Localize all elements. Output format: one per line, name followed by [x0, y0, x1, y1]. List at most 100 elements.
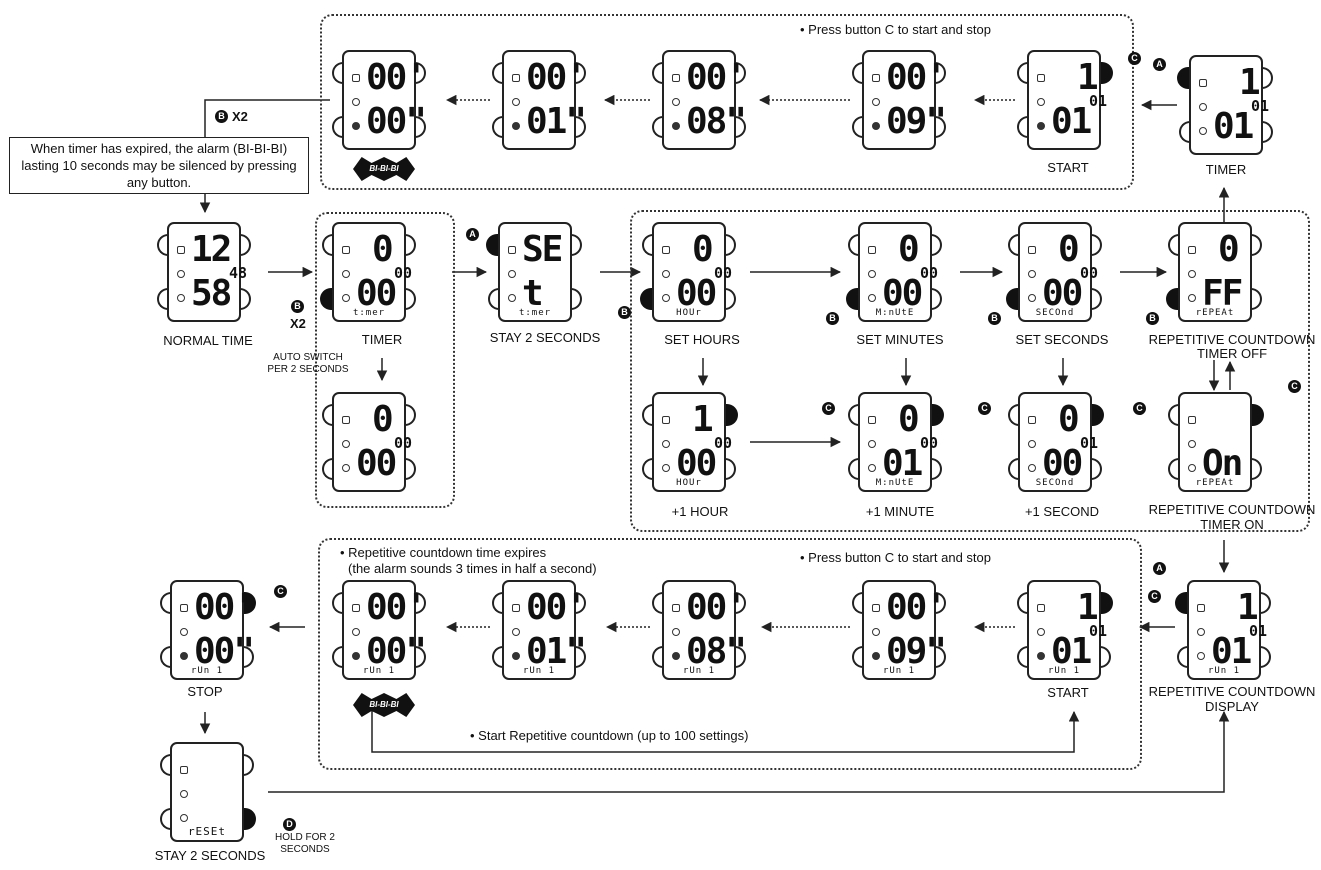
watch-sub: 00: [1080, 264, 1099, 282]
label-normal-time: NORMAL TIME: [163, 333, 253, 348]
watch-line-1: 00': [366, 587, 427, 628]
label-set-seconds: SET SECONDS: [1015, 332, 1109, 347]
watch-sub: 01: [1080, 434, 1099, 452]
watch-mode: t:mer: [352, 308, 386, 318]
hold-line-1: HOLD FOR 2: [274, 832, 335, 843]
watch-mode: rEPEAt: [1195, 478, 1235, 488]
watch-rep-start: 1 01 01 rUn 1: [1015, 580, 1113, 680]
watch-line-2: 01: [882, 443, 923, 484]
watch-line-1: 12: [191, 229, 232, 270]
watch-sub: 01: [1249, 622, 1268, 640]
watch-mode: rESEt: [187, 825, 227, 838]
alarm-callout: When timer has expired, the alarm (BI-BI…: [9, 137, 309, 194]
button-b-badge-enter: B: [618, 306, 631, 319]
button-d-badge-reset: D: [283, 818, 296, 831]
watch-set-timer: SE t t:mer: [486, 222, 584, 322]
watch-line-1: 0: [372, 229, 394, 270]
button-c-badge-start-bottom: C: [1148, 590, 1161, 603]
watch-mode: t:mer: [518, 308, 552, 318]
watch-set-hours: 0 00 00 HOUr: [640, 222, 738, 322]
watch-sub: 01: [1089, 622, 1108, 640]
button-b-badge-minutes: B: [988, 312, 1001, 325]
watch-normal-time: 12 48 58: [155, 222, 253, 322]
watch-timer-08: 00' 08": [650, 50, 748, 150]
watch-line-1: 1: [692, 399, 714, 440]
watch-mode: HOUr: [676, 478, 702, 488]
label-start-top: START: [1047, 160, 1089, 175]
button-a-badge-timer-top: A: [1153, 58, 1166, 71]
watch-line-2: 01: [1051, 631, 1092, 672]
watch-set-minutes: 0 00 00 M:nUtE: [846, 222, 944, 322]
watch-sub: 00: [714, 434, 733, 452]
watch-line-2: 00": [366, 101, 427, 142]
watch-mode: rUn 1: [1047, 666, 1081, 676]
press-c-note-top: • Press button C to start and stop: [800, 22, 991, 37]
watch-rep-01: 00' 01" rUn 1: [490, 580, 588, 680]
x2-label-mid: X2: [290, 316, 306, 331]
watch-sub: 01: [1251, 97, 1270, 115]
watch-line-1: 1: [1077, 57, 1099, 98]
button-b-badge-seconds: B: [1146, 312, 1159, 325]
watch-line-2: 08": [686, 101, 747, 142]
watch-line-1: 0: [1218, 229, 1240, 270]
watch-line-2: 58: [191, 273, 232, 314]
button-a-badge-set: A: [466, 228, 479, 241]
watch-repetitive-off: 0 FF rEPEAt: [1166, 222, 1264, 322]
watch-line-1: 00': [194, 587, 255, 628]
label-timer: TIMER: [361, 332, 403, 347]
watch-timer-start-top: 1 01 01: [1015, 50, 1113, 150]
watch-reset: rESEt: [158, 742, 256, 842]
watch-mode: rUn 1: [682, 666, 716, 676]
watch-line-2: 01: [1211, 631, 1252, 672]
repetitive-countdown-group: [318, 538, 1142, 770]
label-rep-display-1: REPETITIVE COUNTDOWN: [1148, 684, 1316, 699]
watch-line-1: 00': [526, 57, 587, 98]
watch-line-2: 01": [526, 631, 587, 672]
timer-countdown-group: [320, 14, 1134, 190]
watch-line-2: 00": [366, 631, 427, 672]
timer-setting-group: [630, 210, 1310, 532]
watch-mode: M:nUtE: [875, 478, 915, 488]
watch-mode: SECOnd: [1035, 478, 1075, 488]
watch-line-1: 00': [686, 587, 747, 628]
watch-rep-display: 1 01 01 rUn 1: [1175, 580, 1273, 680]
watch-mode: HOUr: [676, 308, 702, 318]
watch-rep-expired: 00' 00" rUn 1: [330, 580, 428, 680]
watch-line-2: 00: [1042, 443, 1083, 484]
watch-line-1: 0: [1058, 399, 1080, 440]
watch-line-2: 00: [882, 273, 923, 314]
watch-mode: SECOnd: [1035, 308, 1075, 318]
watch-plus-second: 0 01 00 SECOnd: [1006, 392, 1104, 492]
watch-line-2: 01: [1213, 106, 1254, 147]
watch-sub: 48: [229, 264, 248, 282]
watch-mode: rUn 1: [190, 666, 224, 676]
watch-timer-top: 1 01 01: [1177, 55, 1275, 155]
watch-mode: rEPEAt: [1195, 308, 1235, 318]
watch-line-1: 00': [366, 57, 427, 98]
label-rep-off-1: REPETITIVE COUNTDOWN: [1148, 332, 1316, 347]
button-c-badge-second: C: [1133, 402, 1146, 415]
button-c-badge-start-top: C: [1128, 52, 1141, 65]
watch-line-2: 00: [676, 443, 717, 484]
x2-label-top: X2: [232, 109, 248, 124]
button-c-badge-hour: C: [822, 402, 835, 415]
watch-sub: 00: [714, 264, 733, 282]
watch-line-2: 09": [886, 101, 947, 142]
watch-line-1: 0: [372, 399, 394, 440]
watch-line-1: SE: [522, 229, 563, 270]
auto-switch-line-1: AUTO SWITCH: [273, 352, 343, 363]
watch-line-1: 0: [1058, 229, 1080, 270]
label-rep-on-2: TIMER ON: [1200, 517, 1264, 532]
watch-mode: rUn 1: [882, 666, 916, 676]
watch-timer-expired: 00' 00": [330, 50, 428, 150]
button-c-badge-minute: C: [978, 402, 991, 415]
watch-line-1: 0: [898, 399, 920, 440]
button-b-badge-hours: B: [826, 312, 839, 325]
watch-rep-08: 00' 08" rUn 1: [650, 580, 748, 680]
watch-timer-auto: 0 00 00: [320, 392, 418, 492]
watch-plus-hour: 1 00 00 HOUr: [640, 392, 738, 492]
watch-line-2: 00: [1042, 273, 1083, 314]
watch-line-1: 00': [526, 587, 587, 628]
label-stay-2-seconds-reset: STAY 2 SECONDS: [154, 848, 266, 863]
